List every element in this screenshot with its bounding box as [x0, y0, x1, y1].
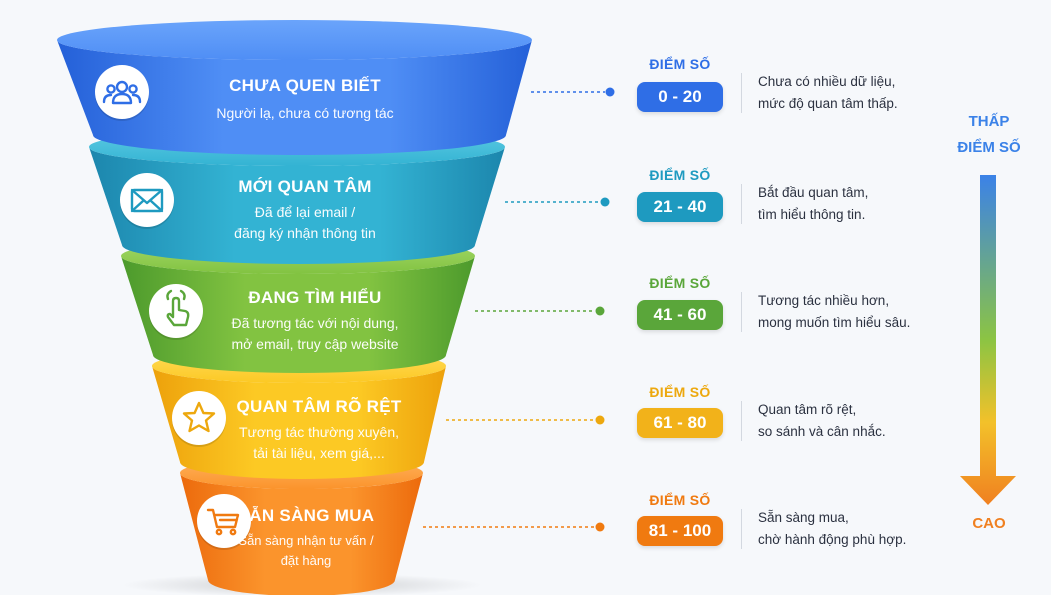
level-5-title: SẴN SÀNG MUA: [237, 506, 375, 525]
separator-1: [741, 73, 742, 113]
level-2-description-line2: đăng ký nhận thông tin: [234, 225, 376, 241]
funnel-level-1-rim: [57, 20, 532, 60]
envelope-icon: [130, 188, 164, 213]
connector-dot-5: [595, 522, 605, 532]
separator-4: [741, 401, 742, 441]
level-4-detail: Quan tâm rõ rệt,so sánh và cân nhắc.: [758, 402, 886, 439]
scale-bottom-label: CAO: [972, 515, 1006, 532]
level-5-description-line2: đặt hàng: [280, 553, 332, 568]
envelope-icon-badge: [120, 173, 174, 227]
score-range-5: 81 - 100: [637, 516, 723, 546]
funnel-level-3: [121, 256, 475, 373]
star-icon: [182, 401, 216, 433]
level-5-detail: Sẵn sàng mua,chờ hành động phù hợp.: [758, 510, 907, 547]
level-1-detail: Chưa có nhiều dữ liệu,mức độ quan tâm th…: [758, 74, 898, 111]
score-range-2: 21 - 40: [637, 192, 723, 222]
score-label-5: ĐIỂM SỐ: [649, 492, 711, 508]
level-1-title: CHƯA QUEN BIẾT: [229, 76, 381, 95]
connector-dot-3: [595, 306, 605, 316]
pointer-hand-icon-badge: [149, 284, 203, 338]
separator-3: [741, 292, 742, 332]
level-4-title: QUAN TÂM RÕ RỆT: [236, 397, 402, 416]
score-label-4: ĐIỂM SỐ: [649, 384, 711, 400]
star-icon-badge: [172, 391, 226, 445]
level-4-description-line2: tải tài liệu, xem giá,...: [253, 445, 385, 461]
level-5-description-line1: Sẵn sàng nhận tư vấn /: [238, 533, 374, 548]
score-range-1: 0 - 20: [637, 82, 723, 112]
score-range-3: 41 - 60: [637, 300, 723, 330]
level-2-detail: Bắt đầu quan tâm,tìm hiểu thông tin.: [758, 185, 869, 222]
level-3-title: ĐANG TÌM HIỂU: [248, 288, 382, 307]
shopping-cart-icon: [206, 508, 240, 536]
connector-dot-1: [605, 87, 615, 97]
score-label-2: ĐIỂM SỐ: [649, 167, 711, 183]
funnel-level-1: [57, 40, 532, 155]
score-range-4: 61 - 80: [637, 408, 723, 438]
users-icon: [102, 80, 142, 105]
funnel-level-2: [89, 147, 505, 264]
score-label-1: ĐIỂM SỐ: [649, 56, 711, 72]
level-3-description-line1: Đã tương tác với nội dung,: [231, 315, 399, 331]
separator-5: [741, 509, 742, 549]
connector-dot-2: [600, 197, 610, 207]
level-4-description-line1: Tương tác thường xuyên,: [238, 424, 400, 440]
level-3-description-line2: mở email, truy cập website: [231, 336, 399, 352]
funnel-level-4: [152, 366, 446, 479]
separator-2: [741, 184, 742, 224]
connector-dot-4: [595, 415, 605, 425]
level-2-description-line1: Đã để lại email /: [254, 204, 356, 220]
pointer-hand-icon: [166, 289, 190, 327]
score-label-3: ĐIỂM SỐ: [649, 275, 711, 291]
level-2-title: MỚI QUAN TÂM: [238, 177, 372, 196]
score-scale-arrow: [960, 175, 1016, 505]
level-1-description-line1: Người lạ, chưa có tương tác: [216, 105, 394, 121]
level-3-detail: Tương tác nhiều hơn,mong muốn tìm hiểu s…: [758, 293, 911, 330]
